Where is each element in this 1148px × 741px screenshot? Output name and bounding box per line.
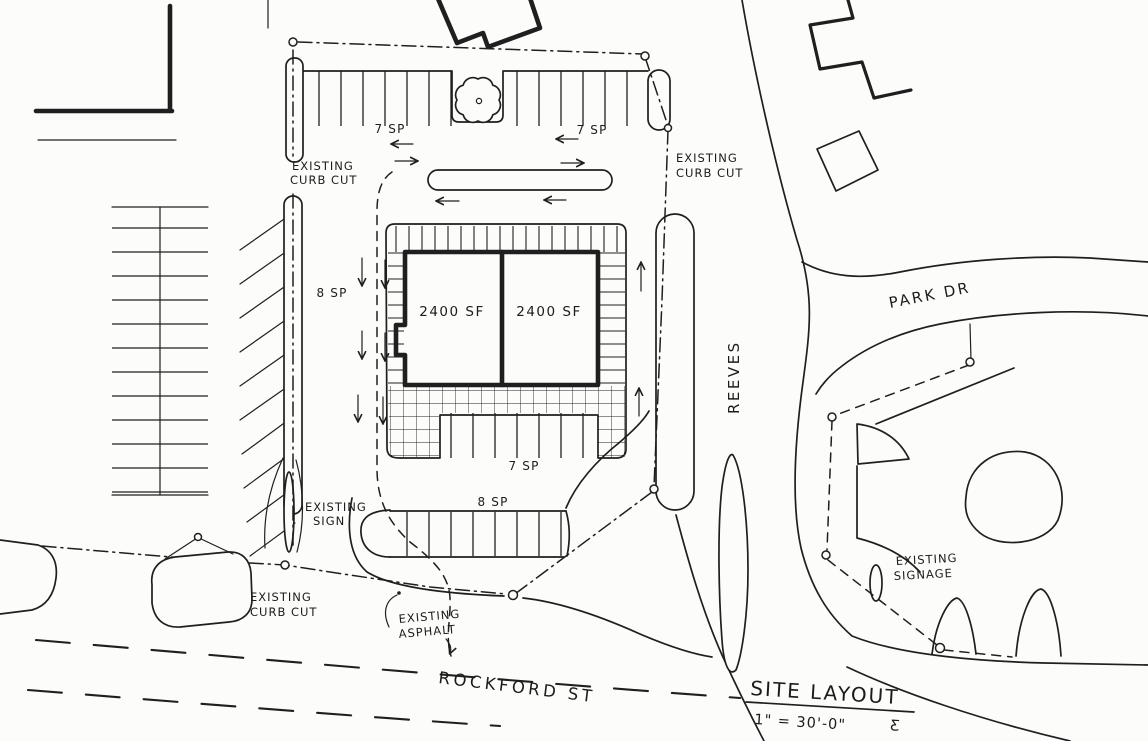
northeast-lot-landscape: [856, 367, 1063, 657]
property-line-diagonal: [514, 491, 653, 595]
property-corner-marker: [965, 357, 975, 367]
property-corner-marker: [649, 484, 659, 494]
property-corner-marker: [288, 37, 298, 47]
property-corner-marker: [193, 532, 203, 542]
north-symbol: Ƹ: [890, 718, 902, 735]
signage-pylon-icon: [869, 564, 883, 602]
parking-count-label: 7 SP: [576, 123, 607, 137]
south-lot-edge: [348, 171, 713, 658]
west-parking-ladder: [111, 206, 209, 496]
title-block: SITE LAYOUT 1" = 30'-0" Ƹ: [745, 676, 915, 735]
curb-cut-ne-label: EXISTING: [676, 151, 738, 165]
property-line-east: [644, 56, 669, 488]
landscape-wedge: [856, 423, 910, 465]
property-corner-marker: [507, 589, 519, 601]
property-corner-marker: [827, 412, 837, 422]
parking-count-label: 8 SP: [316, 286, 347, 300]
annotation-labels: EXISTING CURB CUT EXISTING CURB CUT EXIS…: [250, 122, 958, 641]
direction-arrows: [358, 139, 641, 653]
northeast-building-steps: [808, 0, 913, 100]
asphalt-leader-arrow: [445, 638, 451, 653]
west-island: [264, 195, 304, 553]
asphalt-leader-line: [384, 594, 398, 628]
existing-asphalt-edge: [376, 171, 452, 657]
rockford-street-label: ROCKFORD ST: [438, 668, 597, 706]
park-dr-street-label: PARK DR: [887, 278, 972, 311]
southwest-island: [150, 537, 253, 628]
scale-label: 1" = 30'-0": [754, 712, 847, 734]
north-building: [436, 0, 543, 50]
existing-sign-label: SIGN: [313, 514, 345, 528]
curb-cut-nw-label: CURB CUT: [290, 173, 357, 187]
building-sidewalk: [385, 223, 627, 459]
tree-icon: [454, 76, 502, 124]
existing-asphalt-label: ASPHALT: [398, 622, 456, 641]
property-line-north: [297, 41, 644, 55]
unit-area-label-right: 2400 SF: [516, 304, 581, 320]
property-line-park-dr: [826, 364, 1013, 658]
property-lines: [193, 37, 1013, 658]
landscape-blob: [964, 450, 1063, 544]
northeast-building-square: [816, 130, 879, 192]
north-west-curb-island: [285, 57, 304, 163]
tree-trunk-icon: [475, 97, 483, 105]
building-footprint: 2400 SF 2400 SF: [393, 249, 601, 388]
unit-area-label-left: 2400 SF: [419, 304, 484, 320]
property-corner-marker: [640, 51, 650, 61]
rockford-north-curb: [846, 666, 1071, 741]
curb-cut-sw-label: EXISTING: [250, 590, 312, 604]
property-corner-marker: [821, 550, 831, 560]
curb-cut-nw-label: EXISTING: [292, 159, 354, 173]
reeves-median-island: [718, 453, 749, 673]
curb-cut-sw-label: CURB CUT: [250, 605, 317, 619]
northwest-building-wall: [33, 3, 175, 114]
existing-signage-label: EXISTING: [895, 551, 957, 568]
parking-count-label: 7 SP: [508, 459, 539, 473]
reeves-street-label: REEVES: [725, 340, 743, 414]
reeves-west-curb: [675, 514, 765, 741]
sign-pylon-icon: [283, 471, 295, 553]
rockford-south-curb-return: [0, 539, 58, 615]
mid-parking-row: [440, 413, 597, 458]
drive-aisle-island: [427, 169, 613, 191]
reeves-east-curb: [741, 0, 1148, 666]
existing-sign-label: EXISTING: [305, 500, 367, 514]
neighboring-buildings: [33, 0, 913, 192]
south-parking-row: [360, 410, 650, 558]
property-corner-marker: [663, 123, 673, 133]
parking-count-label: 7 SP: [374, 122, 405, 136]
rockford-street: [26, 638, 742, 728]
street-labels: REEVES PARK DR ROCKFORD ST: [438, 278, 973, 706]
property-corner-marker: [280, 560, 290, 570]
property-corner-marker: [934, 642, 946, 654]
park-drive: [801, 256, 1148, 395]
parking-count-label: 8 SP: [477, 495, 508, 509]
curb-cut-ne-label: CURB CUT: [676, 166, 743, 180]
existing-asphalt-label: EXISTING: [398, 607, 461, 626]
title-underline: [745, 701, 915, 713]
north-parking-row: [285, 57, 671, 163]
existing-signage-label: SIGNAGE: [893, 566, 953, 583]
east-island: [655, 213, 695, 511]
reeves-street: [675, 0, 1148, 741]
